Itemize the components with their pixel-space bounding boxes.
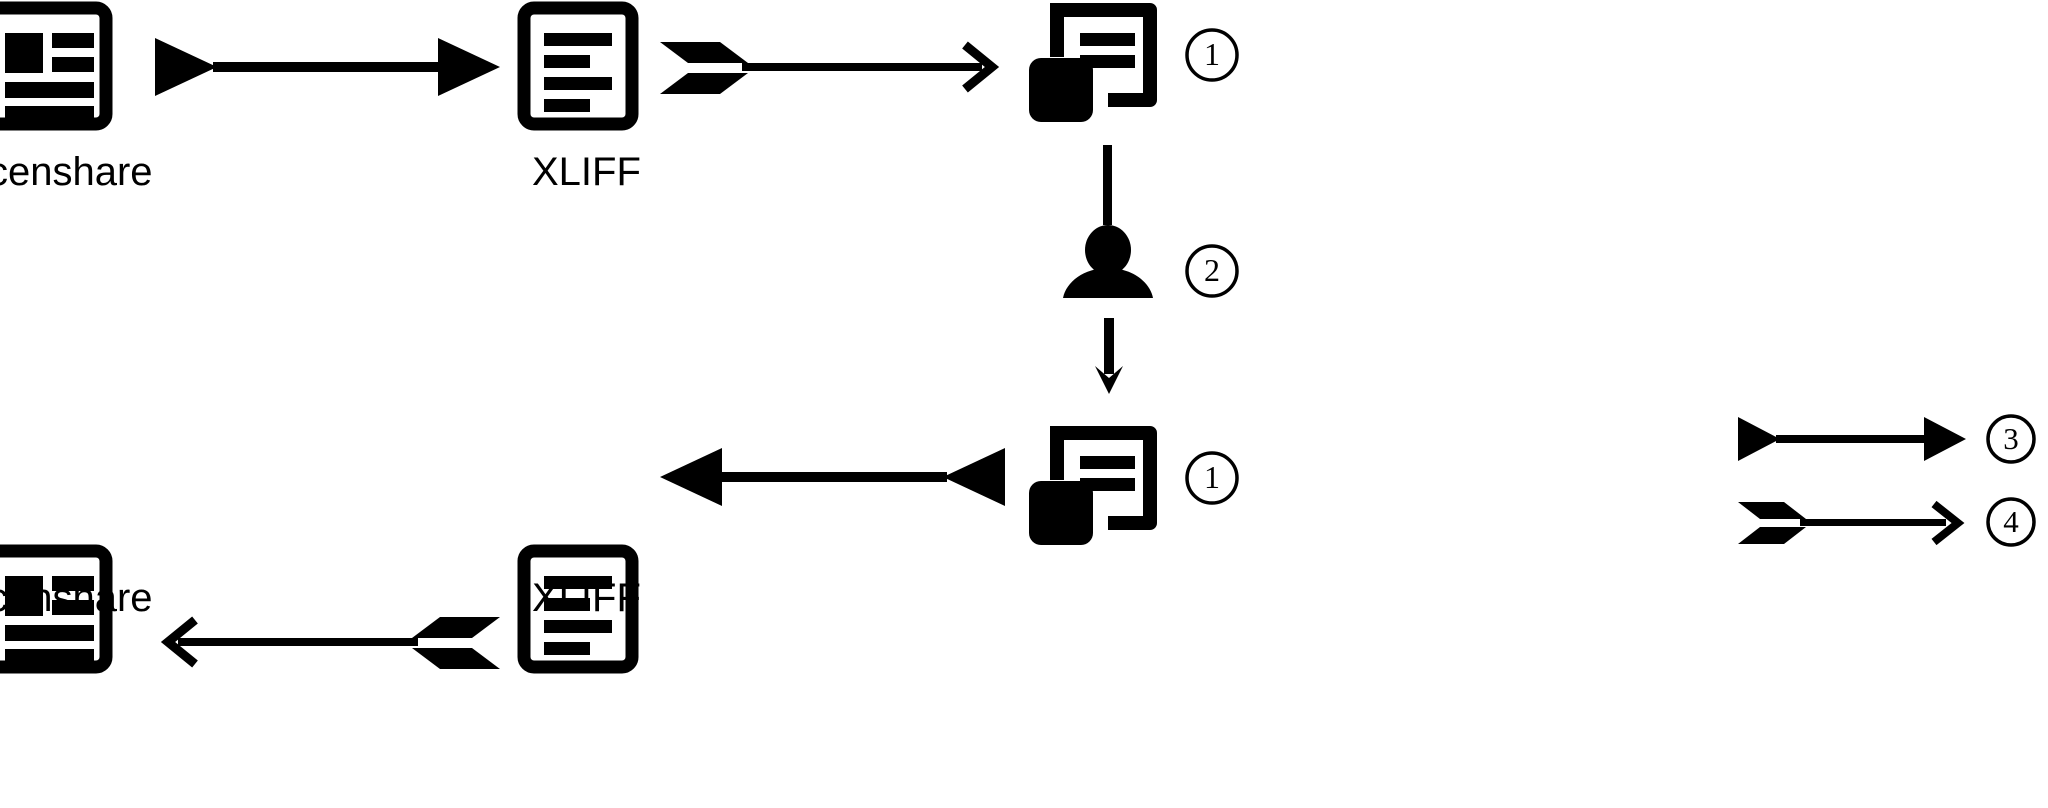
fletched-arrow-right-icon [1738,500,1965,546]
circled-number-badge: 3 [1986,414,2036,464]
document-with-square-overlay-icon [1029,426,1157,545]
document-with-image-and-text-icon [0,1,113,131]
arrow-translator-to-system-bottom [1092,318,1126,396]
down-arrow-icon [1095,318,1123,394]
circled-number-badge: 2 [1185,244,1239,298]
fletched-arrow-right-icon [660,41,1000,94]
badge-number-text: 1 [1204,36,1220,72]
badge-number-text: 1 [1204,459,1220,495]
arrow-system-to-xliff-bottom [660,442,1005,512]
document-with-text-lines-icon [517,1,639,131]
xliff-document-bottom [517,544,639,674]
solid-triangle-arrow-right-icon [155,38,500,96]
badge-number-text: 3 [2003,421,2019,456]
circled-number-badge: 4 [1986,497,2036,547]
document-with-text-lines-icon [517,544,639,674]
arrow-xliff-to-system-top [660,40,1000,96]
document-with-image-and-text-icon [0,544,113,674]
document-with-square-overlay-icon [1029,3,1157,122]
arrow-xliff-to-censhare-bottom [150,615,500,671]
connector-system-to-translator [1101,145,1115,225]
fletched-arrow-left-icon [160,616,500,669]
translation-system-top [1015,0,1165,130]
badge-number-text: 4 [2003,504,2019,539]
solid-triangle-arrow-left-icon [660,448,1005,506]
xliff-document-top [517,1,639,131]
badge-number-text: 2 [1204,252,1220,288]
badge-translator: 2 [1184,243,1240,299]
censhare-label-top: censhare [0,150,153,194]
badge-translation-system-bottom: 1 [1184,450,1240,506]
censhare-document-bottom [0,544,132,674]
person-silhouette-icon [1063,225,1153,298]
translator-person [1060,225,1156,300]
circled-number-badge: 1 [1185,451,1239,505]
censhare-document-top [0,1,132,131]
circled-number-badge: 1 [1185,28,1239,82]
legend-fletched-arrow [1738,500,1968,546]
translation-system-bottom [1015,423,1165,553]
censhare-label-bottom: censhare [0,576,153,620]
solid-triangle-arrow-right-icon [1738,417,1966,461]
xliff-label-bottom: XLIFF [532,576,641,620]
vertical-line-connector [1103,145,1112,225]
badge-legend-solid-arrow: 3 [1985,413,2037,465]
arrow-censhare-to-xliff-top [155,32,500,102]
xliff-label-top: XLIFF [532,150,641,194]
badge-translation-system-top: 1 [1184,27,1240,83]
badge-legend-fletched-arrow: 4 [1985,496,2037,548]
legend-solid-arrow [1738,413,1968,465]
